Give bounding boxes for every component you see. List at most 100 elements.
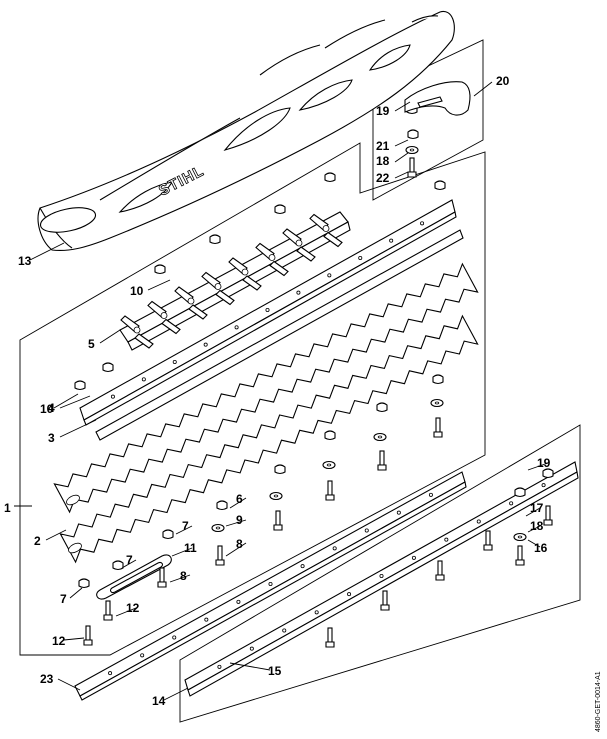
bar-hole <box>110 394 115 399</box>
leader-line <box>229 662 271 671</box>
nut <box>407 129 419 140</box>
screw-head <box>433 431 443 438</box>
carrier-finger <box>215 289 235 306</box>
screw-head <box>407 171 417 178</box>
callout-18a: 18 <box>376 154 390 168</box>
bar-hole <box>444 537 449 542</box>
screw-head <box>325 494 335 501</box>
screw-head <box>215 559 225 566</box>
nut <box>162 529 174 540</box>
bar-hole <box>327 273 332 278</box>
callout-10a: 10 <box>130 284 144 298</box>
bar-hole <box>379 574 384 579</box>
nut <box>209 234 221 245</box>
carrier-finger <box>161 318 181 335</box>
washer-hole <box>273 494 279 498</box>
nut <box>324 172 336 183</box>
bar-hole <box>411 555 416 560</box>
screw-head <box>380 604 390 611</box>
carrier-hole <box>133 326 141 334</box>
callout-15: 15 <box>268 664 282 678</box>
bar-hole <box>217 664 222 669</box>
leader-line <box>394 101 411 112</box>
callout-10b: 10 <box>40 402 54 416</box>
guard-clip <box>404 81 471 116</box>
bar-hole <box>420 221 425 226</box>
leader-line <box>63 637 85 641</box>
callout-20: 20 <box>496 74 510 88</box>
leader-line <box>394 139 409 147</box>
bar-hole <box>428 492 433 497</box>
carrier-hole <box>187 297 195 305</box>
bar-hole <box>332 546 337 551</box>
screw-shank <box>85 625 91 641</box>
bar-hole <box>358 255 363 260</box>
leader-line <box>115 607 137 617</box>
screw-shank <box>545 505 551 521</box>
leader-line <box>394 152 409 163</box>
group-frame-1 <box>19 142 486 656</box>
washer-hole <box>409 148 415 152</box>
leader-line <box>527 525 541 533</box>
leader-line <box>525 507 541 517</box>
screw-shank <box>379 450 385 466</box>
washer-hole <box>377 435 383 439</box>
leader-line <box>163 687 189 701</box>
nut <box>74 380 86 391</box>
bar-hole <box>141 377 146 382</box>
callout-19a: 19 <box>376 104 390 118</box>
cutting-blade-upper <box>53 262 479 514</box>
carrier-hole <box>214 283 222 290</box>
nut <box>432 374 444 385</box>
nut <box>434 180 446 191</box>
bar-hole <box>172 635 177 640</box>
callout-7c: 7 <box>60 592 67 606</box>
callout-22: 22 <box>376 171 390 185</box>
nut <box>376 402 388 413</box>
screw-shank <box>382 590 388 606</box>
washer-hole <box>326 463 332 467</box>
bar-holes <box>108 221 546 676</box>
group-frame-14 <box>179 424 581 723</box>
bar-hole <box>364 528 369 533</box>
leader-line <box>527 462 549 471</box>
clamp-bar-top <box>95 229 464 441</box>
screw-head <box>325 641 335 648</box>
blade-slot <box>66 494 80 506</box>
bar-hole <box>300 564 305 569</box>
nut <box>542 468 554 479</box>
screw-head <box>273 524 283 531</box>
nut <box>154 264 166 275</box>
bar-hole <box>347 592 352 597</box>
screw-shank <box>327 480 333 496</box>
carrier-finger <box>296 246 316 262</box>
carrier-hole <box>322 225 330 232</box>
bar-hole <box>396 510 401 515</box>
carrier-finger <box>134 333 154 349</box>
leader-line <box>225 519 247 527</box>
hardware-parts <box>74 104 554 648</box>
leader-line <box>171 547 193 557</box>
carrier-finger <box>188 304 208 320</box>
carrier-hole <box>160 312 168 319</box>
carrier-hole <box>268 254 276 261</box>
bar-hole <box>265 307 270 312</box>
carrier-fingers <box>120 213 343 349</box>
washer-hole <box>215 526 221 530</box>
carrier-finger <box>242 275 262 291</box>
callout-13: 13 <box>18 254 32 268</box>
callout-7b: 7 <box>126 553 133 567</box>
nut <box>274 464 286 475</box>
bar-hole <box>296 290 301 295</box>
callout-18b: 18 <box>530 519 544 533</box>
leader-line <box>225 542 247 557</box>
nut <box>274 204 286 215</box>
carrier-hole <box>295 239 303 247</box>
blade-slot <box>68 542 82 554</box>
callout-2: 2 <box>34 534 41 548</box>
leader-line <box>175 525 193 535</box>
nut <box>514 487 526 498</box>
callout-9: 9 <box>236 513 243 527</box>
bar-hole <box>108 671 113 676</box>
callout-4: 4 <box>48 401 55 415</box>
